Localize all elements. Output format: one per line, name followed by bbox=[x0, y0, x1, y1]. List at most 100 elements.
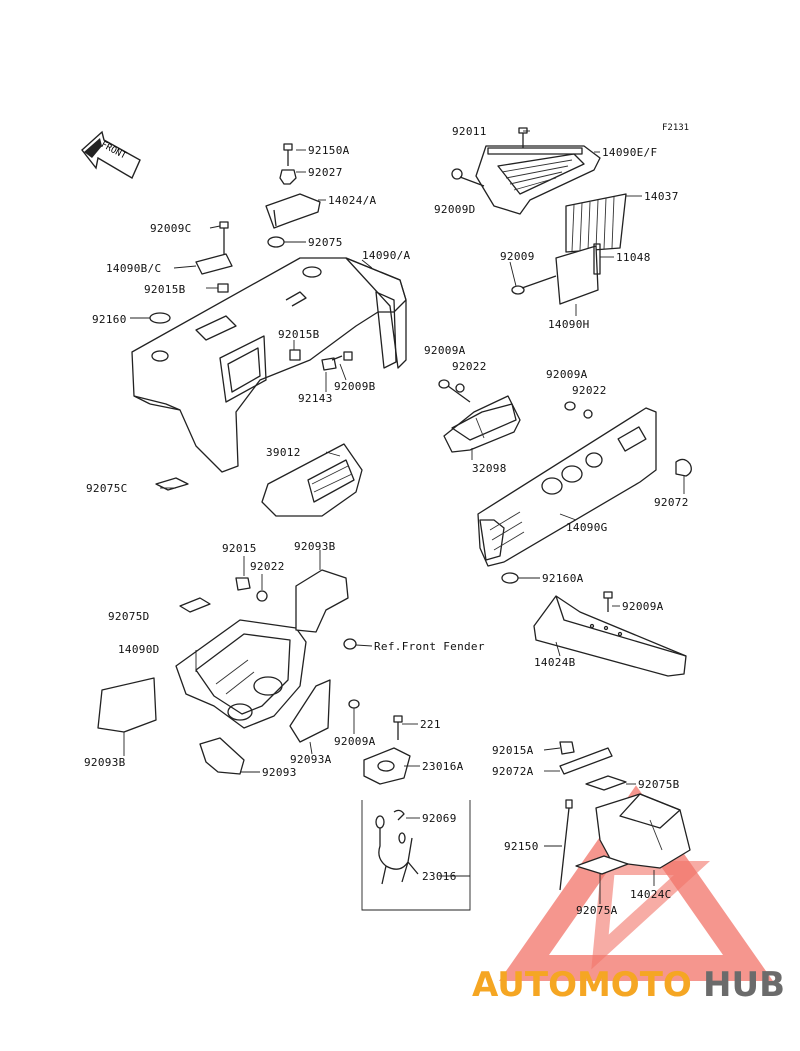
part-32098 bbox=[443, 395, 521, 453]
label-221: 221 bbox=[420, 718, 441, 731]
label-92075D: 92075D bbox=[108, 610, 150, 623]
label-92009A-3: 92009A bbox=[622, 600, 664, 613]
label-14090BC: 14090B/C bbox=[106, 262, 161, 275]
watermark-text: AUTOMOTO HUB bbox=[472, 965, 785, 1005]
nut-92015 bbox=[235, 577, 251, 591]
bolt-92009B bbox=[331, 351, 353, 361]
part-14024B bbox=[533, 595, 687, 677]
bracket-92093B-top bbox=[295, 569, 349, 633]
label-92009-top: 92009 bbox=[500, 250, 535, 263]
label-92075A: 92075A bbox=[576, 904, 618, 917]
watermark-part2: HUB bbox=[703, 965, 785, 1005]
clip-92072 bbox=[675, 458, 692, 477]
part-14090G bbox=[477, 407, 657, 567]
part-14090D bbox=[175, 619, 307, 729]
bracket-92093B-left bbox=[97, 677, 157, 733]
label-92093B-left: 92093B bbox=[84, 756, 126, 769]
label-14090G: 14090G bbox=[566, 521, 608, 534]
label-92072: 92072 bbox=[654, 496, 689, 509]
plate-14090BC bbox=[195, 253, 233, 275]
label-92072A: 92072A bbox=[492, 765, 534, 778]
part-14090A bbox=[131, 257, 407, 473]
watermark-part1: AUTOMOTO bbox=[472, 965, 692, 1005]
nut-92015A bbox=[559, 741, 575, 755]
label-92093B-top: 92093B bbox=[294, 540, 336, 553]
pad-92075D bbox=[179, 597, 211, 613]
label-92015B-left: 92015B bbox=[144, 283, 186, 296]
clip-92015B-mid bbox=[289, 349, 301, 361]
label-14090EF: 14090E/F bbox=[602, 146, 657, 159]
watermark-triangle-icon bbox=[499, 785, 773, 981]
label-14024C: 14024C bbox=[630, 888, 672, 901]
label-ref-front-fender: Ref.Front Fender bbox=[374, 640, 485, 653]
label-92150: 92150 bbox=[504, 840, 539, 853]
label-92075B: 92075B bbox=[638, 778, 680, 791]
clip-92015B-left bbox=[217, 283, 229, 293]
bracket-92093A bbox=[289, 679, 331, 743]
part-14037 bbox=[565, 193, 627, 253]
clip-92069 bbox=[393, 809, 405, 821]
label-92015: 92015 bbox=[222, 542, 257, 555]
strap-92072A bbox=[559, 747, 613, 775]
grommet-92075 bbox=[267, 236, 285, 248]
label-92022-2: 92022 bbox=[572, 384, 607, 397]
washer-92022-3 bbox=[256, 590, 268, 602]
label-92093A: 92093A bbox=[290, 753, 332, 766]
washer-92022-2 bbox=[583, 409, 593, 419]
bolt-ref-front-fender bbox=[343, 638, 373, 650]
rod-92150 bbox=[559, 799, 573, 891]
label-92015A: 92015A bbox=[492, 744, 534, 757]
washer-92022-1 bbox=[455, 383, 465, 393]
label-92150A-top: 92150A bbox=[308, 144, 350, 157]
label-92009C: 92009C bbox=[150, 222, 192, 235]
bolt-92009A-2 bbox=[564, 401, 576, 411]
bolt-92009C bbox=[219, 221, 229, 256]
label-92075C: 92075C bbox=[86, 482, 128, 495]
box-14024C bbox=[595, 793, 691, 869]
label-14024A: 14024/A bbox=[328, 194, 377, 207]
label-92160A: 92160A bbox=[542, 572, 584, 585]
label-14090H: 14090H bbox=[548, 318, 590, 331]
label-92009D: 92009D bbox=[434, 203, 476, 216]
bracket-92093 bbox=[199, 737, 245, 775]
label-23016: 23016 bbox=[422, 870, 457, 883]
label-14090D: 14090D bbox=[118, 643, 160, 656]
bolt-92009A-3 bbox=[603, 591, 613, 612]
label-14090A: 14090/A bbox=[362, 249, 411, 262]
part-14090EF bbox=[475, 145, 601, 215]
pad-92075B bbox=[585, 775, 627, 791]
watermark-logo bbox=[499, 785, 773, 981]
bolt-92009A-1 bbox=[438, 379, 471, 403]
nut-92009D bbox=[451, 168, 485, 187]
label-92009A-1: 92009A bbox=[424, 344, 466, 357]
bracket-group-23016 bbox=[361, 800, 471, 911]
label-23016A: 23016A bbox=[422, 760, 464, 773]
part-14090H bbox=[555, 243, 601, 305]
label-92160: 92160 bbox=[92, 313, 127, 326]
part-labels: 92011 14090E/F 92009D 14037 92009 11048 … bbox=[84, 125, 689, 917]
label-39012: 39012 bbox=[266, 446, 301, 459]
diagram-code: F2131 bbox=[662, 123, 689, 133]
grommet-92160 bbox=[149, 312, 171, 324]
label-14024B: 14024B bbox=[534, 656, 576, 669]
nut-92143 bbox=[321, 357, 337, 371]
watermark-inner-icon bbox=[591, 861, 711, 970]
bolt-92009A-4 bbox=[348, 699, 360, 709]
label-92011: 92011 bbox=[452, 125, 487, 138]
label-92093: 92093 bbox=[262, 766, 297, 779]
label-92015B-mid: 92015B bbox=[278, 328, 320, 341]
pad-92075A bbox=[575, 855, 629, 875]
label-92069: 92069 bbox=[422, 812, 457, 825]
bolt-92150A-top bbox=[283, 143, 293, 166]
nut-92027 bbox=[279, 169, 297, 185]
front-arrow-icon: FRONT bbox=[81, 130, 141, 180]
label-14037: 14037 bbox=[644, 190, 679, 203]
label-32098: 32098 bbox=[472, 462, 507, 475]
leader-lines bbox=[123, 130, 685, 904]
grommet-92160A bbox=[501, 572, 519, 584]
switch-23016A bbox=[363, 747, 411, 785]
label-11048: 11048 bbox=[616, 251, 651, 264]
label-92009B: 92009B bbox=[334, 380, 376, 393]
